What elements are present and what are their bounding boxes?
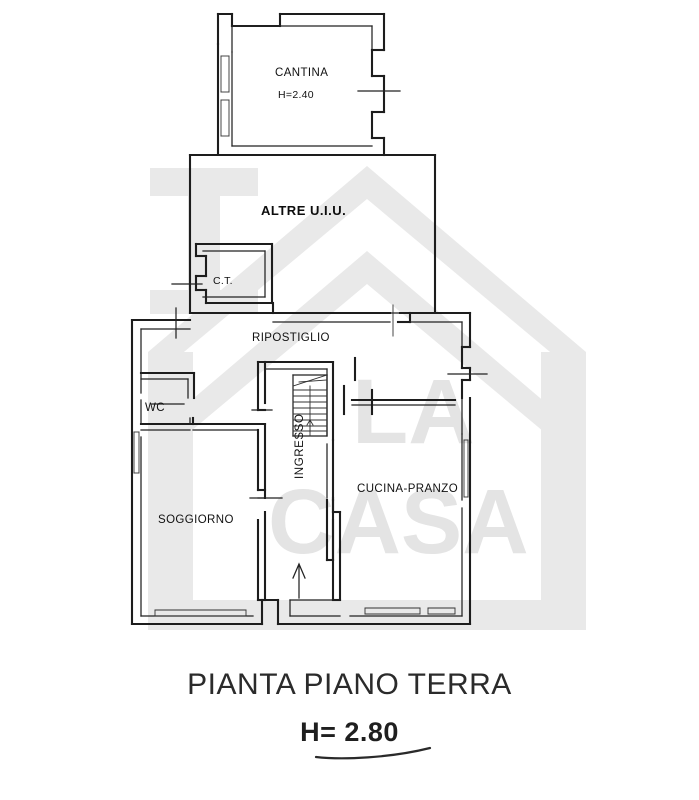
caption-title: PIANTA PIANO TERRA <box>187 668 512 701</box>
caption-height: H= 2.80 <box>300 716 399 747</box>
room-height-cantina: H=2.40 <box>278 89 314 101</box>
room-label-altre-uiu: ALTRE U.I.U. <box>261 203 346 218</box>
handwritten-underline-icon <box>314 746 432 759</box>
room-label-ct: C.T. <box>213 275 233 287</box>
watermark-house-icon <box>148 166 586 630</box>
room-cantina-walls <box>216 12 401 157</box>
room-label-ripostiglio: RIPOSTIGLIO <box>252 332 330 344</box>
plan-caption: PIANTA PIANO TERRA H= 2.80 <box>0 668 699 759</box>
room-label-ingresso: INGRESSO <box>294 413 306 479</box>
apartment-outline-walls <box>130 304 488 626</box>
room-ct-walls <box>171 242 274 305</box>
door-marks <box>353 356 374 416</box>
entrance-arrow-icon <box>292 562 306 599</box>
room-label-cucina-pranzo: CUCINA-PRANZO <box>357 483 458 495</box>
caption-height-row: H= 2.80 <box>300 716 432 759</box>
interior-partitions <box>139 360 457 602</box>
watermark-line-2: CASA <box>268 471 529 573</box>
staircase <box>292 374 328 437</box>
room-label-cantina: CANTINA <box>275 67 328 79</box>
room-label-wc: WC <box>145 402 165 414</box>
room-label-soggiorno: SOGGIORNO <box>158 514 234 526</box>
watermark-brand-text: LA CASA <box>268 361 529 573</box>
room-altre-uiu-walls <box>188 153 437 315</box>
